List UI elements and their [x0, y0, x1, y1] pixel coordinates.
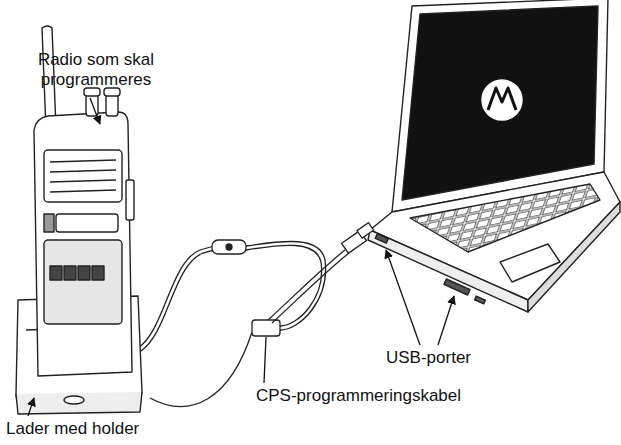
usb-arrow: [438, 296, 454, 345]
charger-arrow: [28, 398, 34, 416]
part-label: USB-porter: [386, 348, 471, 368]
usb-arrow: [386, 250, 420, 345]
cable-leader: [264, 337, 266, 383]
part-label: CPS-programmeringskabel: [256, 386, 461, 406]
laptop: [368, 0, 620, 312]
radio-arrow: [90, 98, 100, 124]
part-label: Radio som skal programmeres: [28, 50, 164, 90]
part-label: Lader med holder: [6, 419, 139, 439]
cps-cable: [138, 223, 374, 407]
